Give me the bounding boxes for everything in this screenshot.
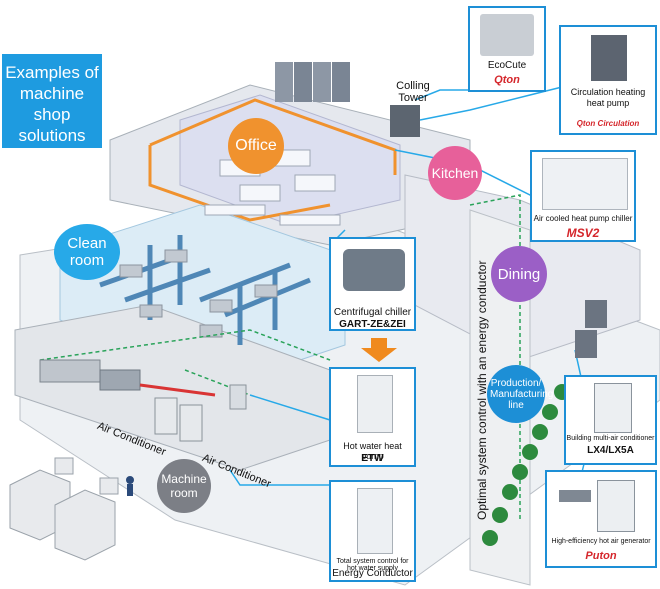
hot-air-brand: Puton [585,550,617,562]
zone-machine-room-label: Machine room [161,472,207,500]
ecocute-brand: Qton [494,74,520,86]
zone-office: Office [228,118,284,174]
circulation-image [591,35,627,81]
air-cooled-brand: MSV2 [566,226,600,240]
ecocute-image [480,14,534,56]
energy-conductor-model: Energy Conductor [332,568,413,579]
office-orange-outline [149,98,397,175]
air-cooled-name: Air cooled heat pump chiller [533,214,633,223]
building-multi-model: LX4/LX5A [587,445,634,456]
hot-air-image [597,480,635,532]
zone-dining-label: Dining [497,265,541,283]
hot-water-model: ETW [361,453,384,464]
card-centrifugal: Centrifugal chiller GART-ZE&ZEI [329,237,416,331]
cooling-tower-label: Colling Tower [388,80,438,104]
energy-conductor-image [357,488,393,554]
card-air-cooled: Air cooled heat pump chiller MSV2 [530,150,636,242]
ecocute-name: EcoCute [487,60,527,71]
cooling-tower-units [275,62,420,137]
cooling-tower-text: Colling Tower [396,80,430,104]
zone-office-label: Office [235,137,277,154]
outdoor-units [575,300,607,358]
zone-kitchen: Kitchen [428,146,482,200]
zone-clean-room: Clean room [54,224,120,280]
hot-air-name: High-efficiency hot air generator [551,538,651,545]
zone-kitchen-label: Kitchen [431,165,479,181]
card-hot-water: Hot water heat pump ETW [329,367,416,467]
centrifugal-name: Centrifugal chiller [333,307,412,318]
building-multi-image [594,383,632,433]
vertical-control-label: Optimal system control with an energy co… [475,220,489,520]
clean-room-machines [119,249,278,338]
hot-water-image [357,375,393,433]
card-hot-air: High-efficiency hot air generator Puton [545,470,657,568]
card-ecocute: EcoCute Qton [468,6,546,92]
machine-room-equipment [39,359,247,442]
vertical-control-text: Optimal system control with an energy co… [475,260,489,520]
hot-air-duct-image [559,490,591,502]
office-orange-outline-lower [148,145,331,222]
zone-production-label: Production/ Manufacturing line [490,377,554,411]
delivery-trucks [9,457,119,561]
down-arrow [361,338,397,362]
centrifugal-model: GART-ZE&ZEI [339,319,406,330]
title-box: Examples of machine shop solutions [2,54,102,148]
air-cooled-image [542,158,628,210]
energy-conductor-name: Total system control for hot water suppl… [336,558,409,572]
hot-water-name: Hot water heat pump [343,441,402,461]
trees [482,384,570,546]
zone-dining: Dining [491,246,547,302]
building-multi-name: Building multi-air conditioner [566,435,655,442]
zone-machine-room: Machine room [157,459,211,513]
worker-figure [126,476,134,496]
zone-clean-room-label: Clean room [67,235,107,269]
card-building-multi: Building multi-air conditioner LX4/LX5A [564,375,657,465]
zone-production: Production/ Manufacturing line [487,365,554,423]
circulation-name: Circulation heating heat pump [570,87,646,108]
centrifugal-image [343,249,405,291]
card-energy-conductor: Total system control for hot water suppl… [329,480,416,582]
page-title: Examples of machine shop solutions [5,63,99,145]
card-circulation: Circulation heating heat pump Qton Circu… [559,25,657,135]
circulation-brand: Qton Circulation [576,119,640,128]
